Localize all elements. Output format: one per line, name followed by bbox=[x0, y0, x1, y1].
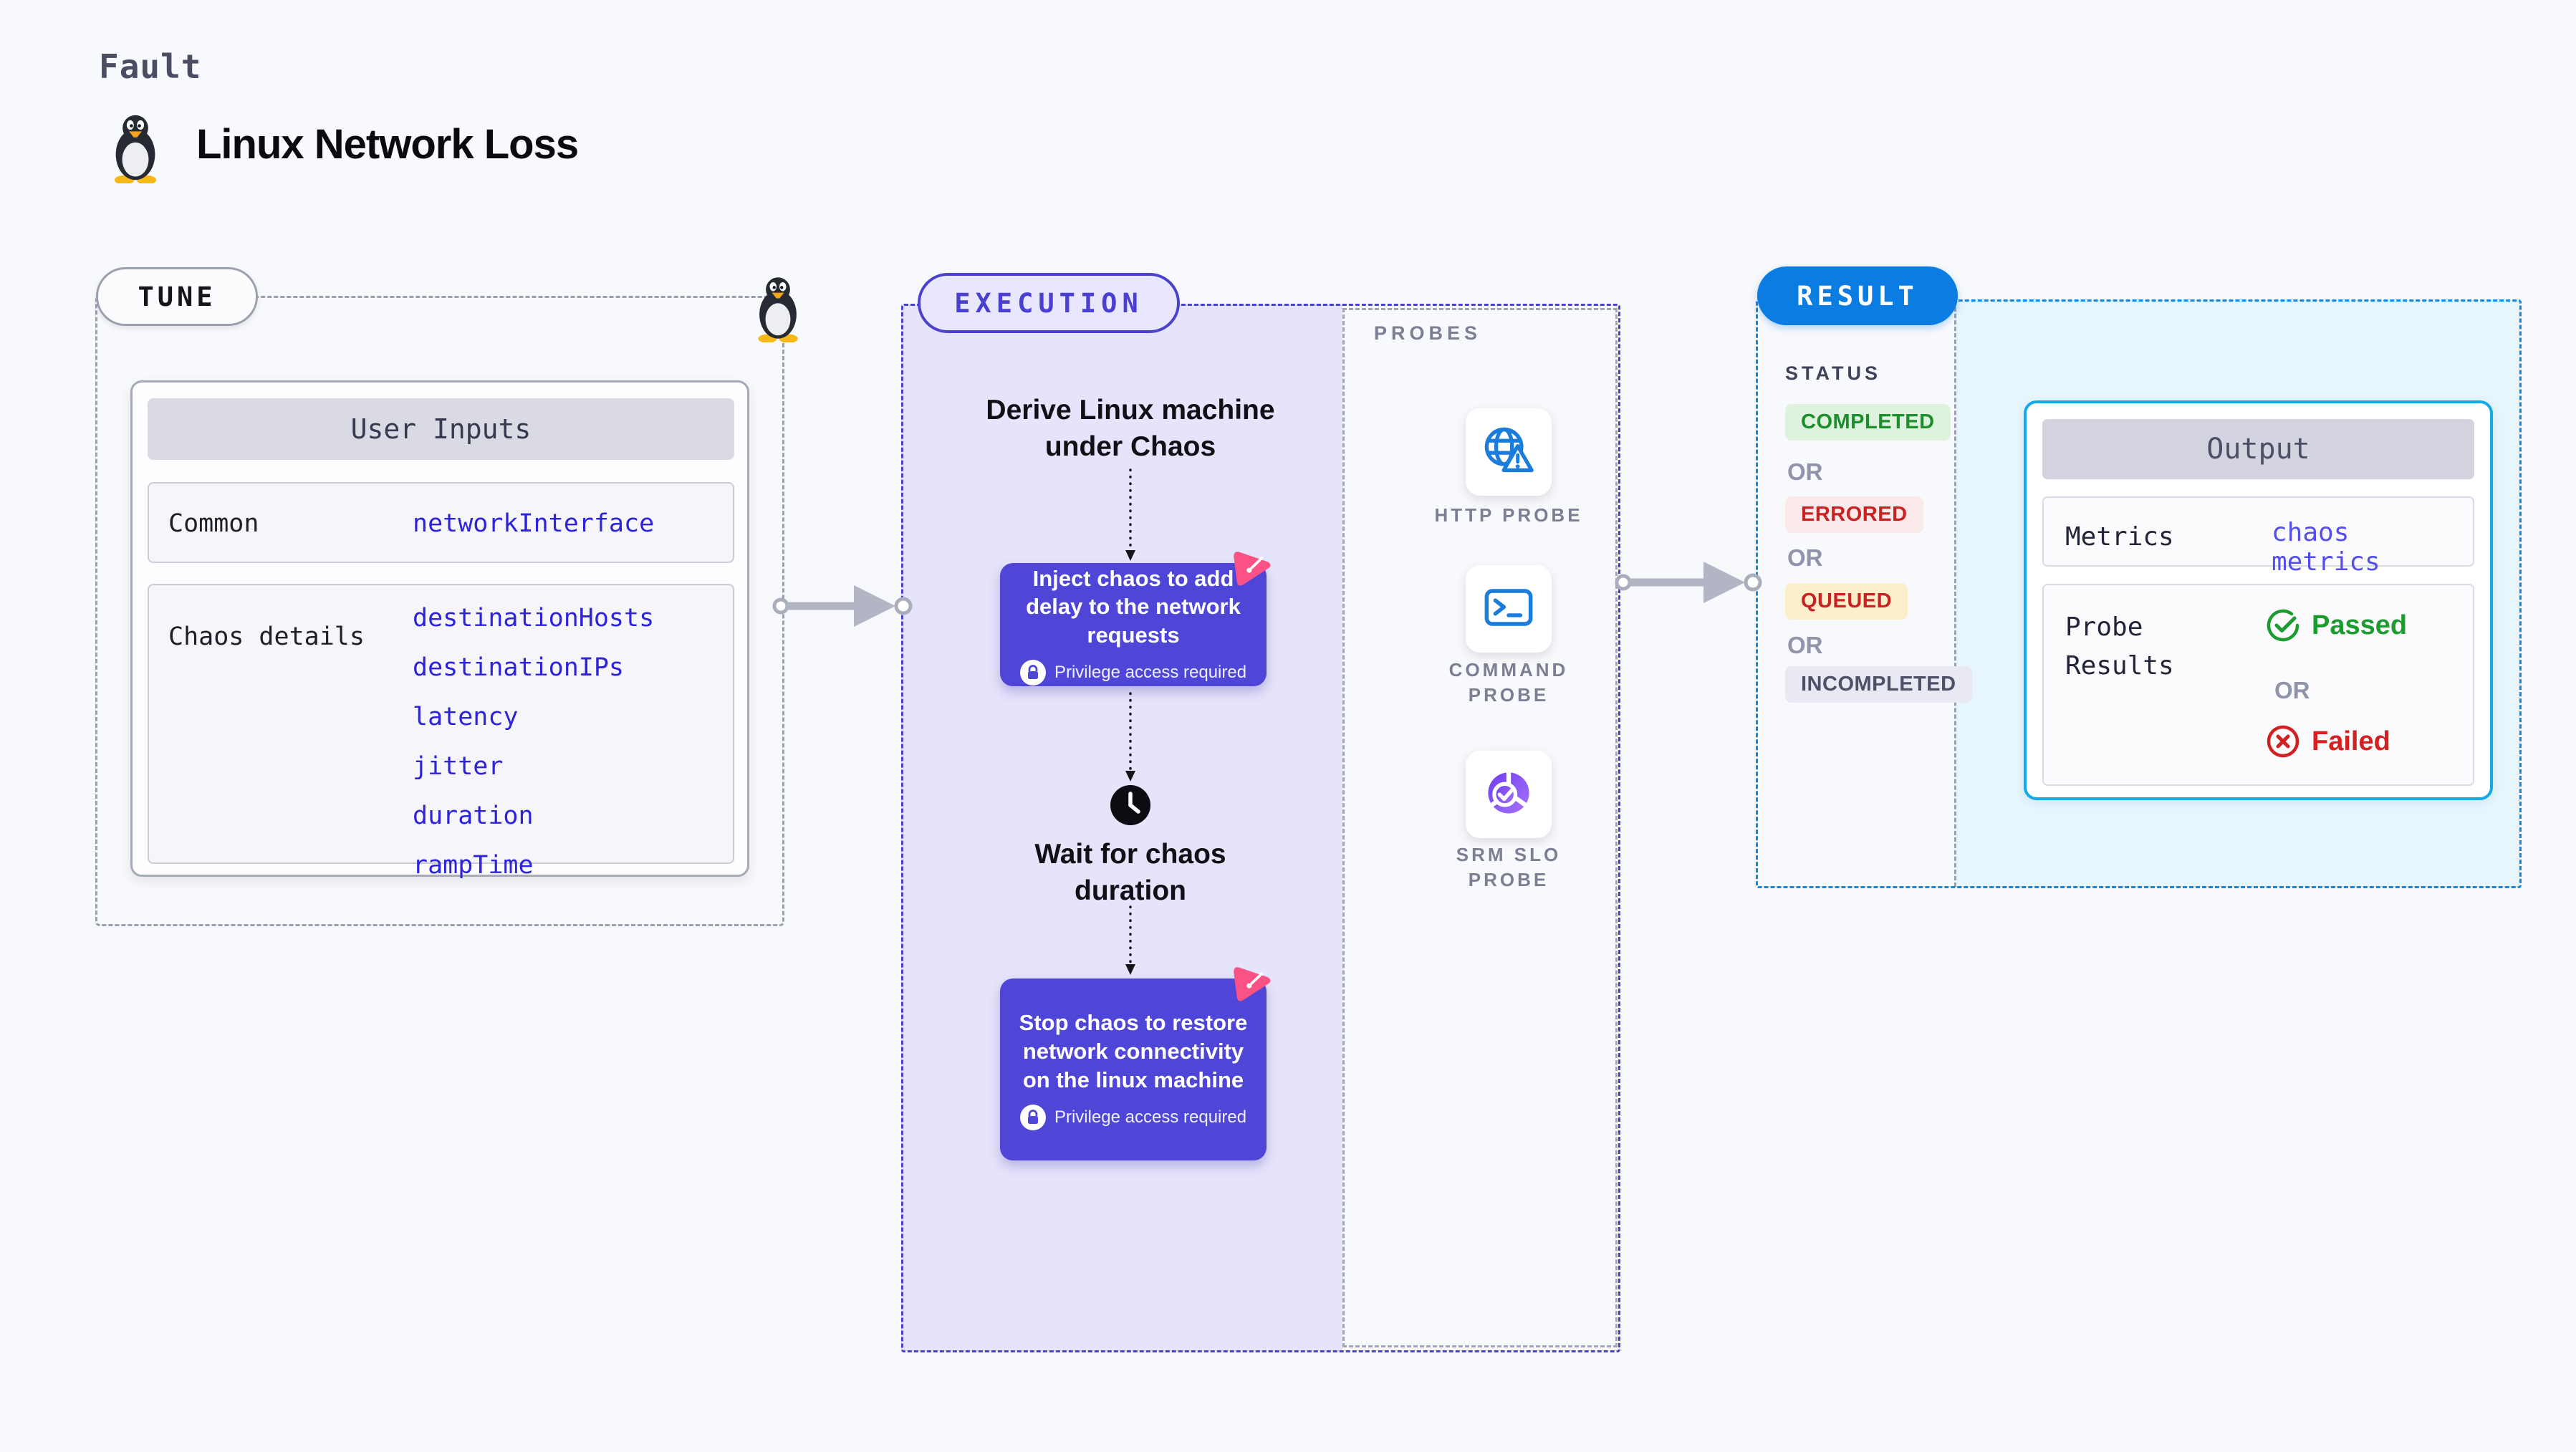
row-value: jitter bbox=[413, 752, 504, 781]
privilege-note: Privilege access required bbox=[1019, 659, 1246, 686]
tune-badge: TUNE bbox=[96, 267, 258, 326]
row-value: destinationHosts bbox=[413, 604, 655, 633]
check-circle-icon bbox=[2266, 608, 2300, 643]
lock-icon bbox=[1019, 659, 1046, 686]
flow-arrow-down bbox=[1123, 691, 1138, 786]
user-inputs-header: User Inputs bbox=[148, 398, 734, 460]
chaos-logo-icon bbox=[1228, 543, 1275, 590]
row-value: destinationIPs bbox=[413, 653, 625, 682]
slo-donut-check-icon bbox=[1483, 767, 1534, 822]
chaos-logo-icon bbox=[1228, 958, 1275, 1006]
status-badge-completed: COMPLETED bbox=[1785, 404, 1951, 441]
row-value: latency bbox=[413, 703, 519, 731]
http-probe-label: HTTP PROBE bbox=[1434, 504, 1583, 526]
status-badge-errored: ERRORED bbox=[1785, 496, 1923, 533]
stop-chaos-step: Stop chaos to restore network connectivi… bbox=[1000, 979, 1267, 1160]
passed-result: Passed bbox=[2266, 608, 2407, 643]
or-label: OR bbox=[2274, 677, 2310, 703]
row-value: rampTime bbox=[413, 851, 534, 880]
table-row-chaos-details: Chaos details destinationHosts destinati… bbox=[148, 584, 734, 880]
inject-chaos-step: Inject chaos to add delay to the network… bbox=[1000, 563, 1267, 686]
derive-step-text: Derive Linux machine under Chaos bbox=[986, 395, 1275, 462]
fault-kicker: Fault bbox=[99, 47, 202, 86]
output-header: Output bbox=[2042, 419, 2474, 479]
srm-slo-probe-card bbox=[1466, 751, 1552, 838]
globe-warning-icon bbox=[1481, 425, 1536, 479]
privilege-note: Privilege access required bbox=[1019, 1104, 1246, 1130]
row-label: Common bbox=[168, 509, 259, 538]
user-inputs-table: User Inputs Common networkInterface Chao… bbox=[130, 380, 749, 880]
arrow-tune-to-execution bbox=[772, 577, 913, 638]
status-badge-incompleted: INCOMPLETED bbox=[1785, 666, 1972, 703]
or-label: OR bbox=[1787, 632, 1823, 658]
or-label: OR bbox=[1787, 544, 1823, 571]
probe-results-row: Probe Results Passed OR Failed bbox=[2042, 584, 2474, 786]
table-row-common: Common networkInterface bbox=[148, 482, 734, 563]
wait-step-text: Wait for chaos duration bbox=[1034, 839, 1226, 906]
flow-arrow-down bbox=[1123, 904, 1138, 979]
probes-label: PROBES bbox=[1374, 322, 1482, 344]
arrow-execution-to-result bbox=[1615, 554, 1762, 615]
srm-slo-probe-label: SRM SLO PROBE bbox=[1456, 844, 1562, 891]
clock-icon bbox=[1109, 784, 1152, 830]
metrics-row: Metrics chaos metrics bbox=[2042, 496, 2474, 577]
page-title: Linux Network Loss bbox=[196, 121, 579, 168]
metrics-label: Metrics bbox=[2065, 522, 2174, 552]
status-label: STATUS bbox=[1785, 362, 1881, 384]
command-probe-label: COMMAND PROBE bbox=[1448, 659, 1569, 706]
row-value: duration bbox=[413, 802, 534, 830]
result-badge: RESULT bbox=[1757, 266, 1958, 325]
row-label: Chaos details bbox=[168, 622, 365, 651]
metrics-value: chaos metrics bbox=[2272, 518, 2380, 577]
row-value: networkInterface bbox=[413, 509, 655, 538]
tux-penguin-small-icon bbox=[752, 274, 804, 343]
or-label: OR bbox=[1787, 458, 1823, 485]
status-badge-queued: QUEUED bbox=[1785, 583, 1908, 620]
terminal-icon bbox=[1484, 585, 1534, 633]
failed-result: Failed bbox=[2266, 724, 2390, 759]
stop-chaos-text: Stop chaos to restore network connectivi… bbox=[1019, 1010, 1248, 1092]
output-card: Output Metrics chaos metrics Probe Resul… bbox=[2024, 400, 2493, 800]
lock-icon bbox=[1019, 1104, 1046, 1130]
command-probe-card bbox=[1466, 565, 1552, 653]
probe-results-label: Probe Results bbox=[2065, 612, 2174, 681]
inject-chaos-text: Inject chaos to add delay to the network… bbox=[1026, 565, 1241, 648]
flow-arrow-down bbox=[1123, 467, 1138, 565]
tux-penguin-icon bbox=[105, 112, 166, 185]
x-circle-icon bbox=[2266, 724, 2300, 759]
execution-badge: EXECUTION bbox=[918, 273, 1180, 333]
result-separator bbox=[1954, 301, 1956, 887]
http-probe-card bbox=[1466, 408, 1552, 496]
execution-flow-area bbox=[901, 304, 1342, 1352]
